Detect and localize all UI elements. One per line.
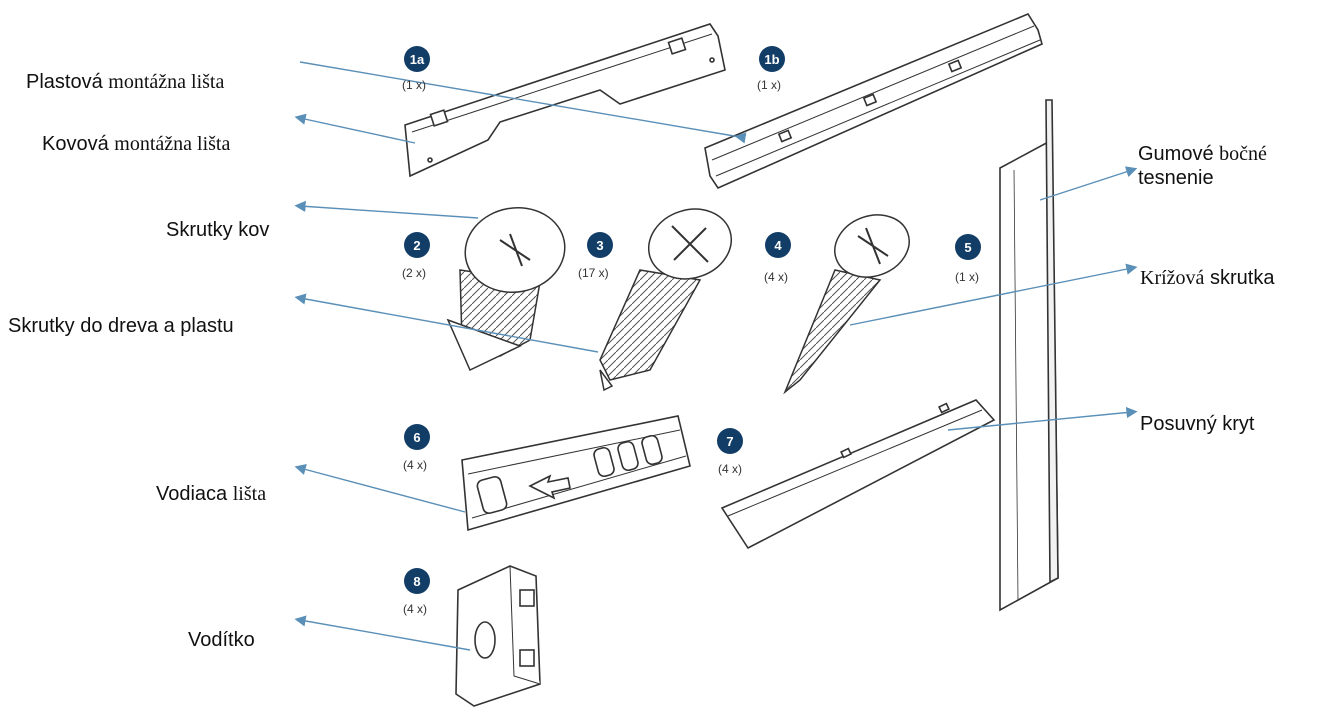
metal-screw-drawing [446, 206, 566, 372]
part-qty-7: (4 x) [718, 462, 742, 476]
sliding-cover-drawing [720, 399, 996, 550]
guide-rail-drawing [461, 415, 691, 532]
label-guide-clip: Vodítko [188, 629, 255, 651]
part-badge-4: 4 [765, 232, 791, 258]
label-cross-head-screw: Krížová skrutka [1140, 267, 1275, 289]
cross-head-screw-drawing [783, 214, 910, 395]
label-metal-mounting-rail: Kovová montážna lišta [42, 133, 231, 155]
part-qty-6: (4 x) [403, 458, 427, 472]
wood-screw-drawing [599, 208, 733, 392]
part-badge-1a: 1a [404, 46, 430, 72]
label-guide-rail: Vodiaca lišta [156, 483, 267, 505]
part-badge-3: 3 [587, 232, 613, 258]
label-plastic-mounting-rail: Plastová montážna lišta [26, 71, 225, 93]
part-badge-5: 5 [955, 234, 981, 260]
part-badge-8: 8 [404, 568, 430, 594]
guide-clip-drawing [455, 565, 541, 707]
leader-lines [294, 61, 1138, 651]
metal-mounting-rail-drawing [404, 23, 726, 178]
part-badge-6: 6 [404, 424, 430, 450]
part-qty-1a: (1 x) [402, 78, 426, 92]
part-qty-1b: (1 x) [757, 78, 781, 92]
part-badge-2: 2 [404, 232, 430, 258]
rubber-side-seal-drawing [999, 99, 1059, 612]
part-qty-5: (1 x) [955, 270, 979, 284]
label-wood-plastic-screws: Skrutky do dreva a plastu [8, 315, 234, 337]
label-metal-screws: Skrutky kov [166, 219, 270, 241]
part-badge-7: 7 [717, 428, 743, 454]
label-sliding-cover: Posuvný kryt [1140, 413, 1255, 435]
part-qty-3: (17 x) [578, 266, 609, 280]
part-qty-4: (4 x) [764, 270, 788, 284]
plastic-mounting-rail-drawing [704, 13, 1043, 190]
part-qty-8: (4 x) [403, 602, 427, 616]
part-badge-1b: 1b [759, 46, 785, 72]
part-qty-2: (2 x) [402, 266, 426, 280]
